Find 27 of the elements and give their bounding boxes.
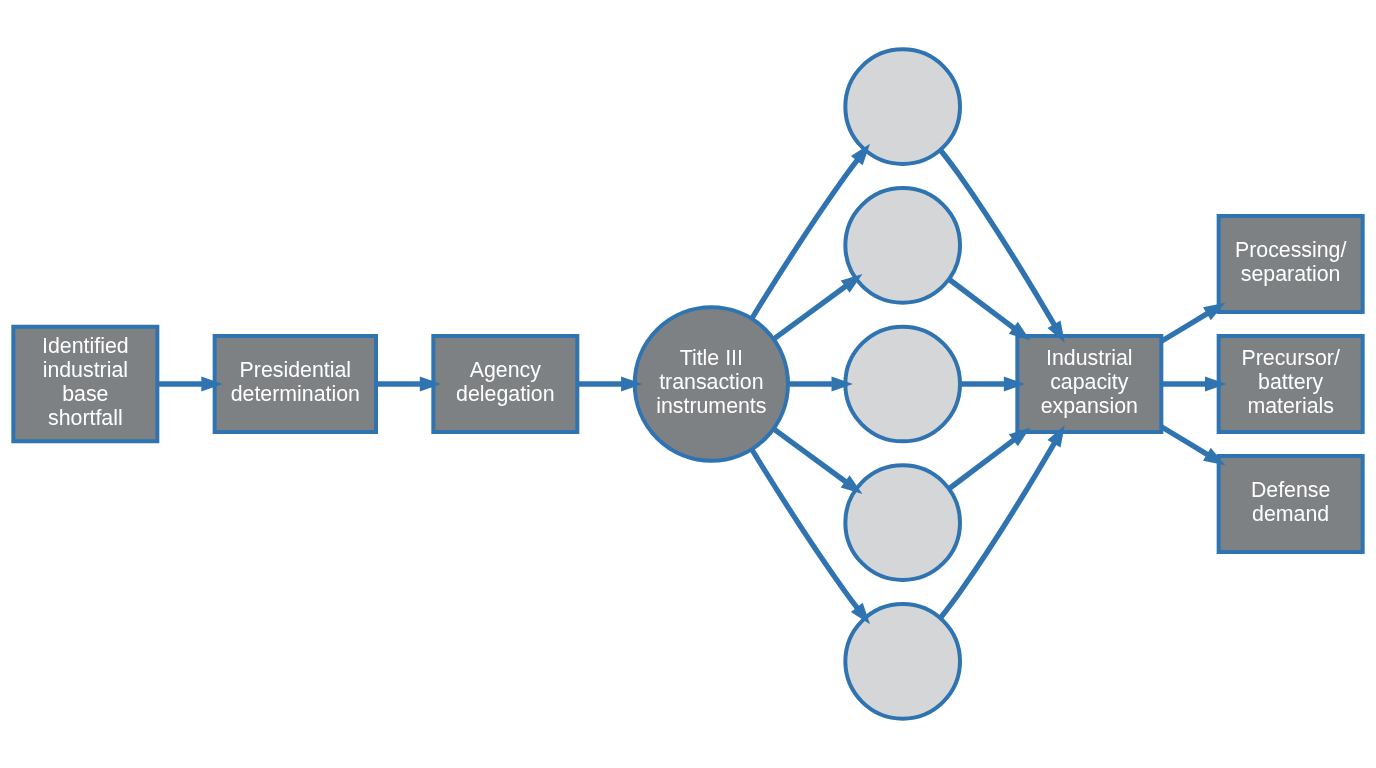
node-box: Presidential determination — [212, 334, 378, 434]
arrow — [772, 426, 863, 495]
arrow — [577, 376, 643, 392]
node-circle: Title III transaction instruments — [632, 305, 790, 463]
arrow — [749, 143, 870, 320]
arrow — [772, 273, 863, 342]
arrow — [157, 376, 223, 392]
node-box: Industrial capacity expansion — [1015, 334, 1164, 434]
arrow — [1161, 376, 1227, 392]
arrow — [960, 376, 1026, 392]
node-box: Agency delegation — [431, 334, 580, 434]
node-box: Defense demand — [1216, 454, 1365, 554]
arrow — [749, 448, 870, 625]
arrow — [1160, 302, 1226, 344]
arrow — [947, 277, 1031, 341]
arrow — [788, 376, 853, 392]
node-box: Identified industrial base shortfall — [11, 324, 160, 444]
arrow — [376, 376, 442, 392]
node-box: Processing/ separation — [1216, 214, 1365, 314]
arrow — [938, 148, 1065, 343]
node-circle — [843, 186, 962, 305]
arrow — [1160, 424, 1226, 466]
node-circle — [843, 463, 962, 582]
node-box: Precursor/ battery materials — [1216, 334, 1365, 434]
arrow — [947, 427, 1031, 491]
arrow — [938, 425, 1065, 620]
node-circle — [843, 324, 962, 444]
